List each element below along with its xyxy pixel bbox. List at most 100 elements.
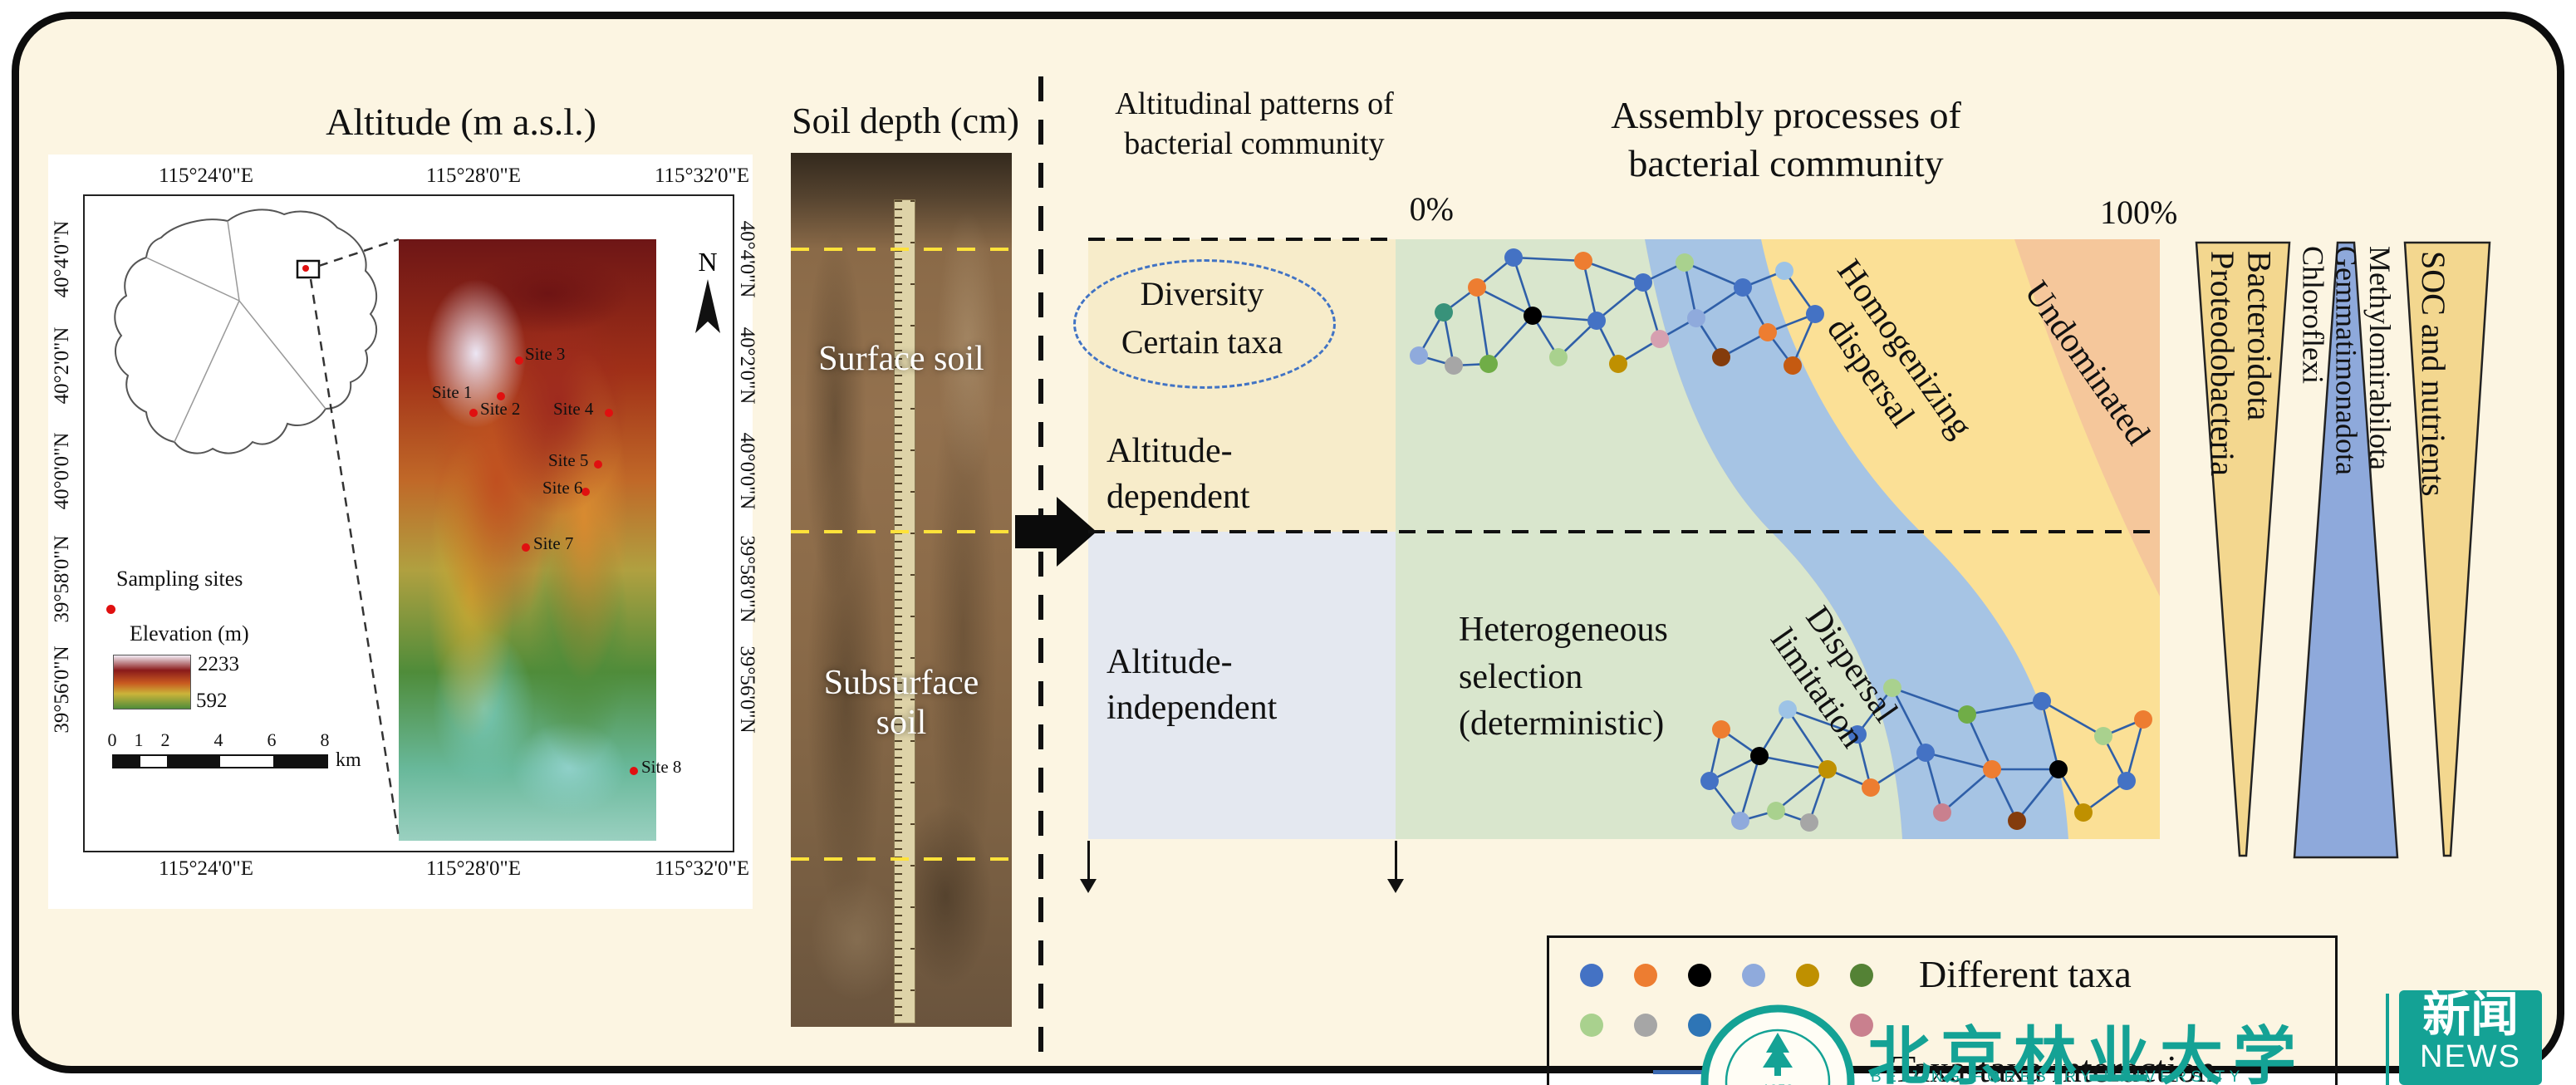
site-marker bbox=[581, 488, 590, 496]
taxa-node bbox=[1800, 813, 1818, 832]
scalebar-tick: 2 bbox=[160, 729, 170, 750]
taxa-edge bbox=[1709, 754, 1760, 783]
lat-label: 39°58'0"N bbox=[736, 535, 758, 623]
taxa-dot bbox=[1742, 964, 1765, 987]
taxa-node bbox=[1445, 356, 1463, 375]
taxa-edge bbox=[2015, 768, 2060, 822]
taxa-node bbox=[1779, 700, 1797, 719]
lon-label: 115°32'0"E bbox=[654, 857, 750, 880]
taxa-node bbox=[1479, 355, 1498, 373]
lat-label: 39°56'0"N bbox=[51, 646, 73, 734]
taxa-edge bbox=[1892, 686, 1968, 716]
site-label: Site 4 bbox=[553, 399, 594, 419]
dashed-line-middle bbox=[1088, 530, 2160, 533]
bar2-label-1: Chloroflexi bbox=[2296, 246, 2330, 384]
taxa-dot bbox=[1688, 1014, 1711, 1037]
university-name-cn: 北京林业大学 bbox=[1867, 1023, 2306, 1085]
taxa-node bbox=[1750, 747, 1769, 765]
scalebar-tick: 6 bbox=[267, 729, 277, 750]
dashed-line-top bbox=[1088, 238, 1397, 241]
measuring-tape bbox=[894, 199, 915, 1024]
gradient-bar-chloroflexi-labels: Chloroflexi Gemmatimonadota Methylomirab… bbox=[2296, 246, 2397, 836]
university-logo: 1952 bbox=[1700, 1004, 1855, 1085]
logo-tree-icon-2 bbox=[1763, 1044, 1793, 1068]
taxa-node bbox=[1767, 802, 1785, 820]
taxa-node bbox=[1574, 252, 1592, 270]
taxa-edge bbox=[1791, 313, 1817, 366]
taxa-edge bbox=[1759, 754, 1828, 771]
taxa-node bbox=[2033, 692, 2051, 710]
taxa-node bbox=[1731, 812, 1749, 830]
taxa-node bbox=[1634, 273, 1652, 292]
site-label: Site 8 bbox=[641, 757, 682, 777]
lon-label: 115°28'0"E bbox=[425, 857, 522, 880]
study-area-dot bbox=[302, 265, 309, 272]
bar2-label-3: Methylomirabilota bbox=[2363, 246, 2397, 470]
lon-label: 115°24'0"E bbox=[158, 164, 254, 187]
taxa-node bbox=[1806, 305, 1824, 323]
altitude-independent-box bbox=[1088, 532, 1396, 839]
taxa-edge bbox=[1966, 700, 2043, 716]
taxa-edge bbox=[1596, 281, 1644, 322]
taxa-edge bbox=[1941, 768, 1993, 813]
site-label: Site 5 bbox=[548, 450, 589, 470]
taxa-legend-box bbox=[1547, 935, 2338, 1085]
taxa-node bbox=[2094, 727, 2112, 745]
different-taxa-label: Different taxa bbox=[1919, 953, 2132, 995]
axis-min-label: 0% bbox=[1409, 190, 1454, 228]
section-divider-dashed bbox=[1038, 76, 1043, 1057]
taxa-node bbox=[1862, 778, 1880, 797]
taxa-edge bbox=[1808, 768, 1829, 823]
gradient-bar-proteobacteria-labels: Proteodobacteria Bacteroidota bbox=[2203, 251, 2279, 841]
patterns-header: Altitudinal patterns of bacterial commun… bbox=[1115, 86, 1394, 161]
taxa-node bbox=[2008, 812, 2026, 830]
surface-soil-label: Surface soil bbox=[818, 340, 984, 378]
logo-tree-icon bbox=[1766, 1033, 1789, 1053]
taxa-edge bbox=[1512, 257, 1534, 317]
taxa-edge bbox=[2125, 719, 2145, 782]
taxa-edge bbox=[1476, 286, 1533, 317]
study-area-box bbox=[296, 259, 321, 279]
site-marker bbox=[469, 409, 478, 417]
taxa-node bbox=[2117, 772, 2136, 790]
site-marker bbox=[594, 460, 602, 469]
site-marker bbox=[522, 543, 530, 552]
taxa-edge bbox=[2040, 700, 2060, 770]
taxa-edge bbox=[1488, 315, 1533, 365]
lon-label: 115°24'0"E bbox=[158, 857, 254, 880]
taxa-node bbox=[1435, 303, 1453, 322]
sampling-site-symbol bbox=[106, 605, 115, 614]
taxa-edge bbox=[1739, 755, 1761, 822]
lon-label: 115°32'0"E bbox=[654, 164, 750, 187]
taxa-node bbox=[2049, 760, 2068, 778]
map-frame bbox=[83, 194, 734, 852]
scalebar bbox=[112, 754, 328, 768]
site-label: Site 2 bbox=[480, 399, 521, 419]
elevation-map bbox=[399, 239, 656, 841]
axis-max-label: 100% bbox=[2100, 194, 2178, 231]
soil-title: Soil depth (cm) bbox=[792, 101, 1019, 141]
taxa-dot-row-1 bbox=[1580, 964, 1873, 987]
news-label-cn: 新闻 bbox=[2421, 988, 2519, 1042]
diversity-ellipse bbox=[1073, 259, 1336, 389]
taxa-node bbox=[1983, 760, 2001, 778]
bar3-label-1: SOC and nutrients bbox=[2414, 251, 2452, 497]
elevation-colorbar bbox=[113, 655, 191, 709]
lat-label: 40°2'0"N bbox=[736, 326, 758, 405]
taxa-node bbox=[1549, 348, 1568, 366]
lat-label: 40°0'0"N bbox=[736, 432, 758, 510]
lat-label: 40°2'0"N bbox=[51, 326, 73, 405]
ellipse-certain-taxa-label: Certain taxa bbox=[1121, 323, 1283, 361]
taxa-edge bbox=[1990, 768, 2019, 822]
elevation-max-value: 2233 bbox=[198, 653, 239, 675]
taxa-dot bbox=[1580, 964, 1603, 987]
taxa-node bbox=[1759, 323, 1777, 341]
taxa-edge bbox=[1787, 708, 1858, 736]
site-label: Site 7 bbox=[533, 533, 574, 553]
taxa-node bbox=[1958, 705, 1976, 724]
taxa-edge bbox=[1641, 282, 1661, 340]
gradient-bar-soc bbox=[2403, 241, 2491, 857]
